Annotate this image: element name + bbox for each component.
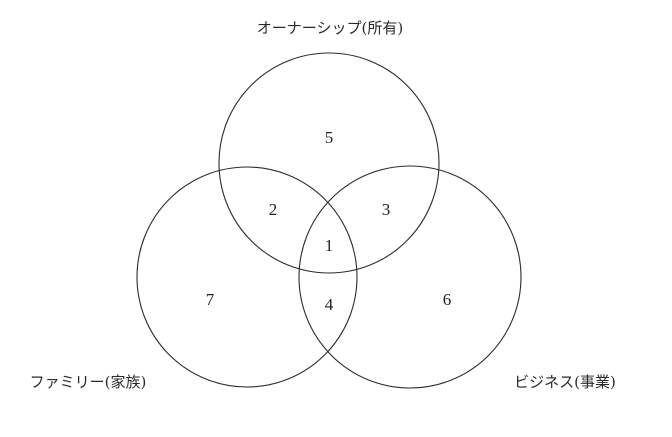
region-ownership-only: 5 [325,128,334,147]
region-family-only: 7 [206,290,215,309]
ownership-label: オーナーシップ(所有) [257,19,403,37]
region-ownership-family: 2 [269,200,278,219]
region-business-only: 6 [443,290,452,309]
family-label: ファミリー(家族) [30,373,147,391]
region-all-three: 1 [325,236,334,255]
business-circle [298,165,522,389]
region-family-business: 4 [325,295,334,314]
ownership-circle [218,52,440,274]
region-ownership-business: 3 [382,200,391,219]
family-circle [136,166,358,388]
business-label: ビジネス(事業) [514,373,616,391]
